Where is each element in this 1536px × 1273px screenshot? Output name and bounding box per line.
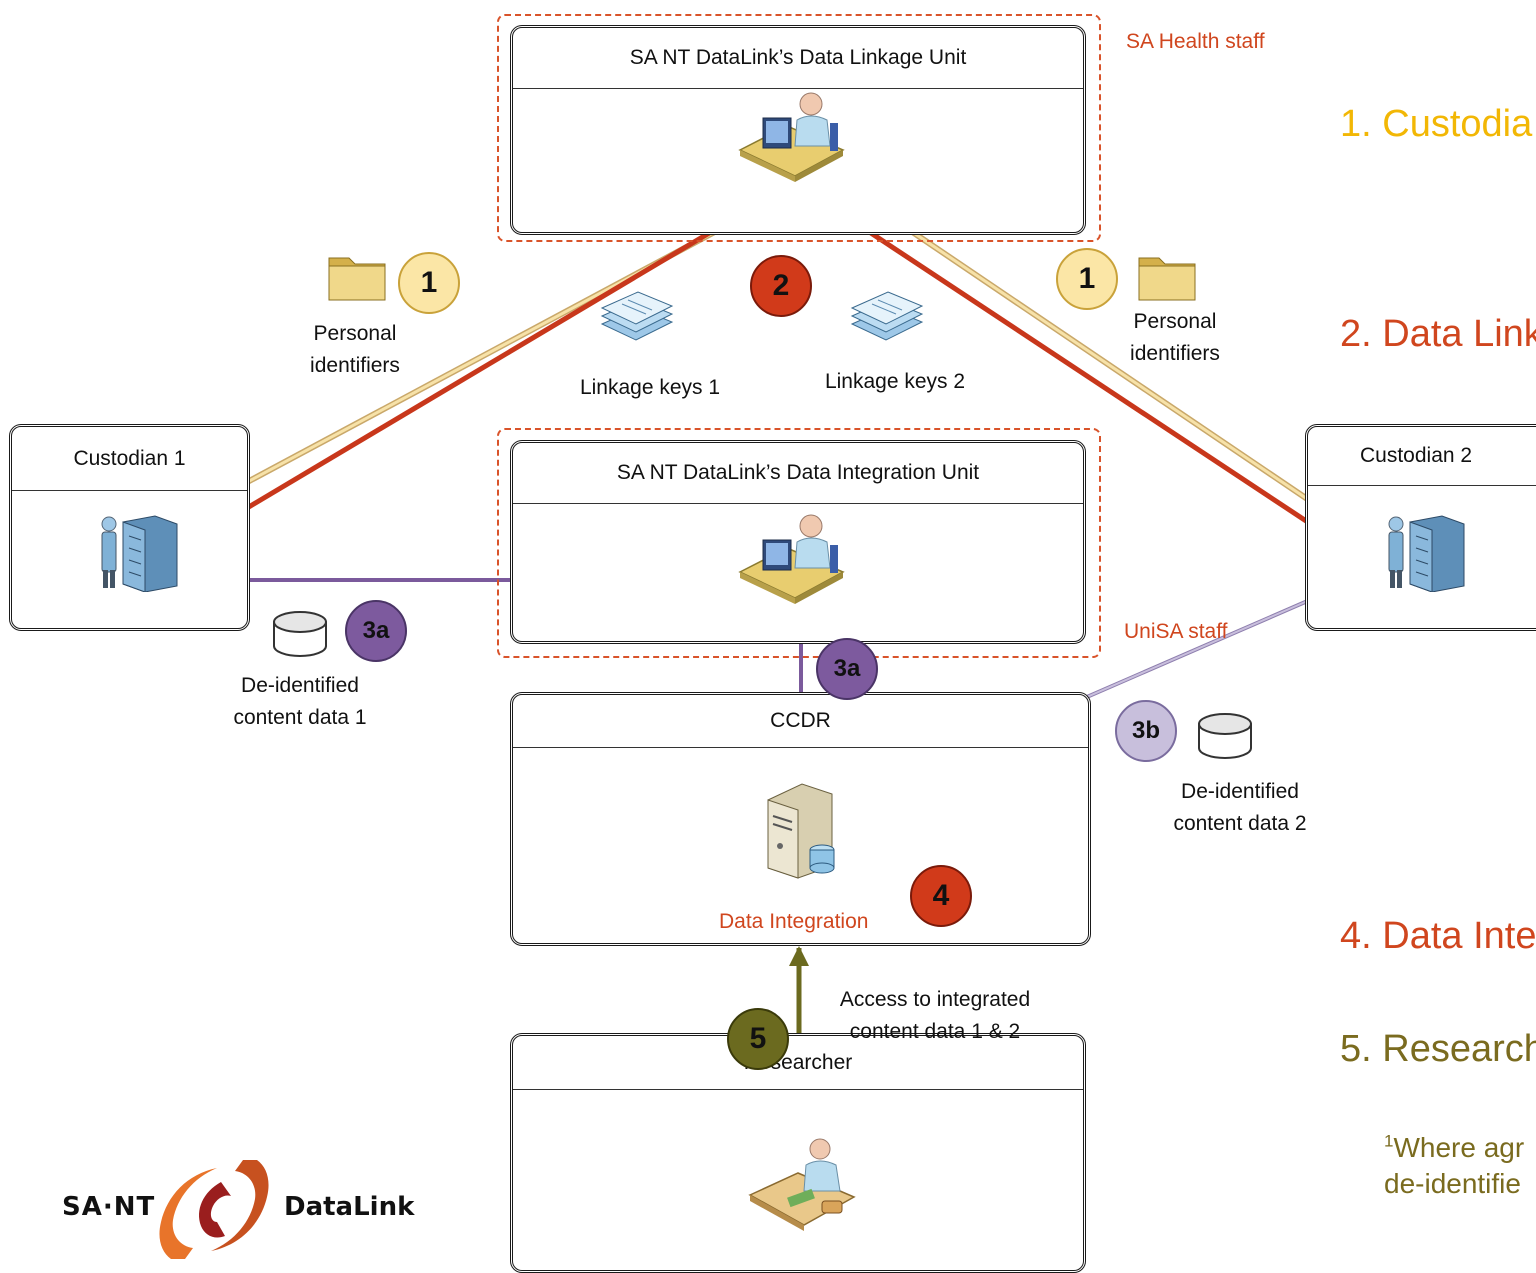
linkage-keys-2-label: Linkage keys 2	[824, 370, 966, 393]
workstation-person-icon	[738, 514, 845, 604]
logo-text-right: DataLink	[284, 1192, 415, 1222]
logo-mark-icon	[159, 1160, 269, 1259]
database-server-icon	[767, 783, 835, 879]
custodian-1: Custodian 1	[9, 424, 250, 631]
personal-identifiers-label-right: Personal identifiers	[1130, 310, 1220, 365]
unisa-staff-label: UniSA staff	[1124, 620, 1228, 643]
step-1-badge-right: 1	[1056, 248, 1118, 310]
ccdr-sublabel: Data Integration	[719, 910, 869, 933]
folder-icon	[1138, 257, 1196, 301]
data-integration-unit-title: SA NT DataLink’s Data Integration Unit	[513, 443, 1083, 504]
researcher-desk-icon	[748, 1138, 856, 1231]
legend-footnote: 1Where agr de-identifie	[1384, 1131, 1525, 1200]
sa-nt-datalink-logo: SA·NT DataLink	[62, 1160, 452, 1259]
ccdr-title: CCDR	[513, 695, 1088, 748]
server-operator-icon	[101, 515, 178, 592]
unisa-group	[497, 428, 1101, 658]
step-5-badge: 5	[727, 1008, 789, 1070]
deidentified-content-2-label: De-identified content data 2	[1173, 780, 1307, 835]
legend-item-1: 1. Custodia	[1340, 103, 1533, 145]
custodian-2-title: Custodian 2	[1308, 427, 1536, 486]
data-linkage-unit-title: SA NT DataLink’s Data Linkage Unit	[513, 28, 1083, 89]
linkage-keys-1-label: Linkage keys 1	[579, 376, 721, 399]
server-operator-icon	[1388, 515, 1465, 592]
step-3a-badge-center: 3a	[816, 638, 878, 700]
database-icon	[273, 611, 327, 657]
custodian-2: Custodian 2	[1305, 424, 1536, 631]
step-1-badge-left: 1	[398, 252, 460, 314]
folder-icon	[328, 257, 386, 301]
step-3a-badge-left: 3a	[345, 600, 407, 662]
database-icon	[1198, 713, 1252, 759]
sa-health-staff-label: SA Health staff	[1126, 30, 1265, 53]
sa-health-group	[497, 14, 1101, 242]
legend-item-5: 5. Research	[1340, 1028, 1536, 1070]
deidentified-content-1-label: De-identified content data 1	[233, 674, 367, 729]
arrow-linkage-keys-2	[816, 195, 1355, 555]
step-3b-badge: 3b	[1115, 700, 1177, 762]
step-4-badge: 4	[910, 865, 972, 927]
workstation-person-icon	[738, 92, 845, 182]
logo-text-left: SA·NT	[62, 1192, 156, 1222]
access-integrated-label: Access to integrated content data 1 & 2	[839, 988, 1031, 1043]
legend-item-4: 4. Data Inte	[1340, 915, 1536, 957]
arrow-linkage-keys-1	[198, 195, 770, 539]
legend-item-2: 2. Data Link	[1340, 313, 1536, 355]
document-stack-icon	[600, 291, 674, 341]
personal-identifiers-label-left: Personal identifiers	[310, 322, 400, 377]
document-stack-icon	[850, 291, 924, 341]
custodian-1-title: Custodian 1	[12, 427, 247, 491]
step-2-badge: 2	[750, 255, 812, 317]
